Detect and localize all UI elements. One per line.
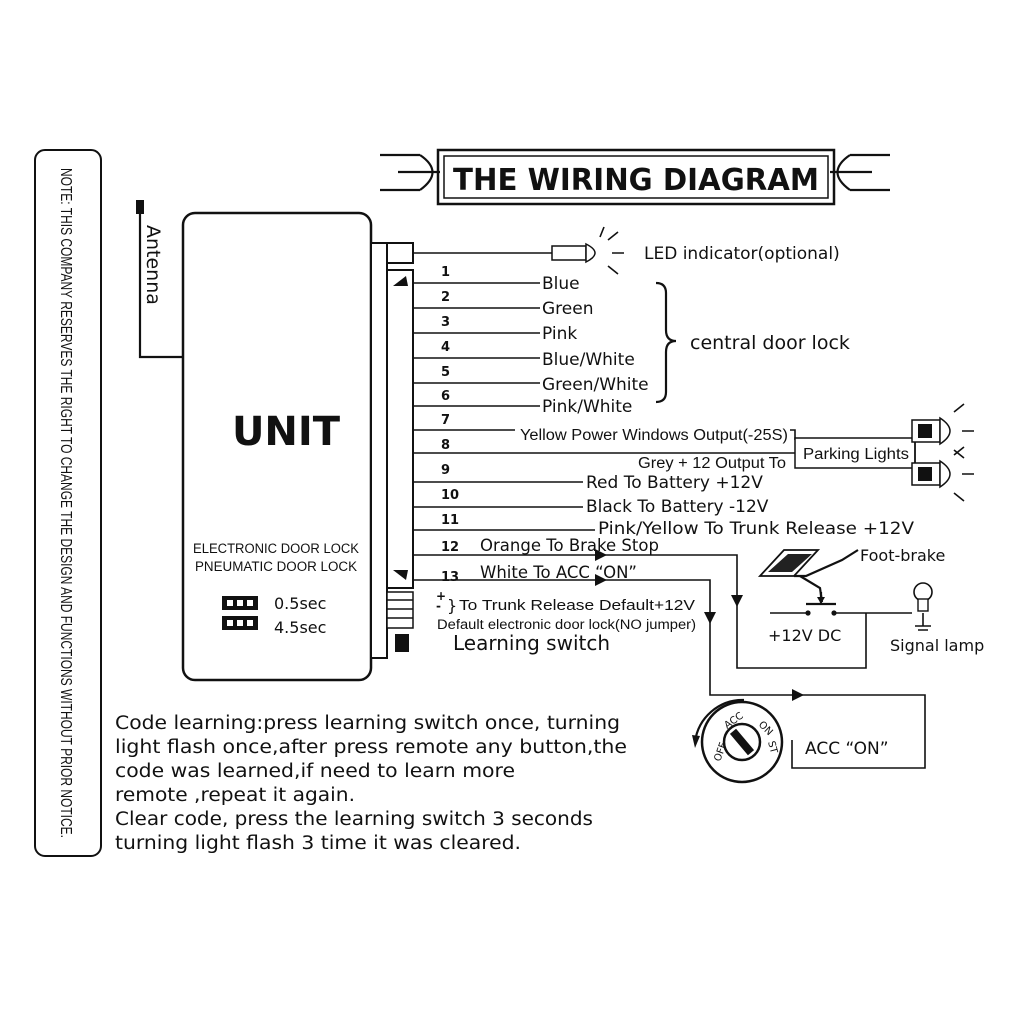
jumper-time-2: 4.5sec [274, 618, 326, 637]
wire-4-num: 4 [441, 340, 450, 355]
led-indicator: LED indicator(optional) [413, 226, 840, 275]
wire-5-num: 5 [441, 365, 450, 380]
plus12vdc-label: +12V DC [768, 626, 841, 645]
wire-5-label: Green/White [542, 375, 649, 395]
jumper-time-1: 0.5sec [274, 594, 326, 613]
jumper-polarity-plus: + [436, 589, 446, 603]
wire-4-label: Blue/White [542, 350, 635, 370]
connector-strip [370, 242, 414, 659]
wire-6-label: Pink/White [542, 397, 632, 417]
instruction-line: Clear code, press the learning switch 3 … [115, 809, 593, 830]
instruction-line: remote ,repeat it again. [115, 785, 355, 806]
foot-brake-label: Foot-brake [860, 546, 945, 565]
note-box: NOTE: THIS COMPANY RESERVES THE RIGHT TO… [34, 149, 102, 857]
wire-9-num: 9 [441, 463, 450, 478]
foot-brake-pedal [757, 549, 859, 603]
unit-line1: ELECTRONIC DOOR LOCK [193, 541, 359, 556]
door-lock-brace [655, 281, 677, 404]
signal-lamp-label: Signal lamp [890, 636, 984, 655]
wire-1-label: Blue [542, 274, 580, 294]
power-wires [413, 481, 595, 531]
instruction-line: turning light flash 3 time it was cleare… [115, 833, 521, 854]
instruction-line: Code learning:press learning switch once… [115, 713, 620, 734]
jumper-0-5sec [222, 596, 258, 610]
page-title: THE WIRING DIAGRAM [453, 163, 819, 198]
wire-3-num: 3 [441, 315, 450, 330]
wire-1-num: 1 [441, 265, 450, 280]
wire-2-num: 2 [441, 290, 450, 305]
wire-8-num: 8 [441, 438, 450, 453]
note-text: NOTE: THIS COMPANY RESERVES THE RIGHT TO… [57, 168, 74, 838]
brake-wire [413, 549, 867, 669]
banner-ornament-left [380, 153, 440, 192]
wire-13-label: White To ACC “ON” [480, 563, 637, 582]
wire-2-label: Green [542, 299, 593, 319]
acc-on-label: ACC “ON” [805, 739, 889, 759]
wire-8-label: Grey + 12 Output To [638, 455, 786, 472]
instruction-line: code was learned,if need to learn more [115, 761, 515, 782]
wire-12-num: 12 [441, 540, 459, 555]
brake-switch [770, 592, 912, 616]
antenna: Antenna [136, 200, 183, 359]
wire-6-num: 6 [441, 389, 450, 404]
antenna-label: Antenna [142, 225, 164, 305]
central-door-lock-label: central door lock [690, 332, 850, 354]
instructions: Code learning:press learning switch once… [115, 713, 627, 854]
wire-12-label: Orange To Brake Stop [480, 536, 659, 555]
wire-7-num: 7 [441, 413, 450, 428]
wire-10-label: Black To Battery -12V [586, 497, 769, 517]
instruction-line: light flash once,after press remote any … [115, 737, 627, 758]
wire-13-num: 13 [441, 570, 459, 585]
learning-switch-button[interactable] [395, 634, 409, 652]
ignition-switch: OFF ACC ON ST [692, 698, 784, 784]
signal-lamp [913, 582, 933, 631]
door-lock-wires [413, 282, 540, 407]
ignition-st: ST [765, 740, 779, 756]
parking-light-bulb-bottom [911, 446, 974, 502]
learning-switch-label: Learning switch [453, 631, 610, 655]
wire-7-label: Yellow Power Windows Output(-25S) [520, 427, 788, 444]
wire-3-label: Pink [542, 324, 577, 344]
unit-title: UNIT [232, 409, 341, 455]
jumper-4-5sec [222, 616, 258, 630]
jumper-polarity-minus: - [436, 599, 441, 613]
parking-light-wires [413, 429, 930, 475]
banner-ornament-right [830, 153, 890, 192]
wire-9-label: Red To Battery +12V [586, 473, 763, 493]
parking-lights-label: Parking Lights [803, 446, 909, 463]
title-banner: THE WIRING DIAGRAM [380, 148, 890, 206]
acc-wire [413, 574, 926, 769]
led-label: LED indicator(optional) [644, 244, 840, 264]
trunk-default-label: To Trunk Release Default+12V [459, 597, 695, 614]
jumper-brace: } [447, 596, 457, 615]
unit-line2: PNEUMATIC DOOR LOCK [195, 559, 357, 574]
wire-11-num: 11 [441, 513, 459, 528]
electronic-default-label: Default electronic door lock(NO jumper) [437, 617, 696, 632]
wire-11-label: Pink/Yellow To Trunk Release +12V [598, 519, 914, 539]
parking-light-bulb-top [911, 403, 974, 459]
wire-10-num: 10 [441, 488, 459, 503]
unit-body: UNIT ELECTRONIC DOOR LOCK PNEUMATIC DOOR… [181, 211, 373, 682]
